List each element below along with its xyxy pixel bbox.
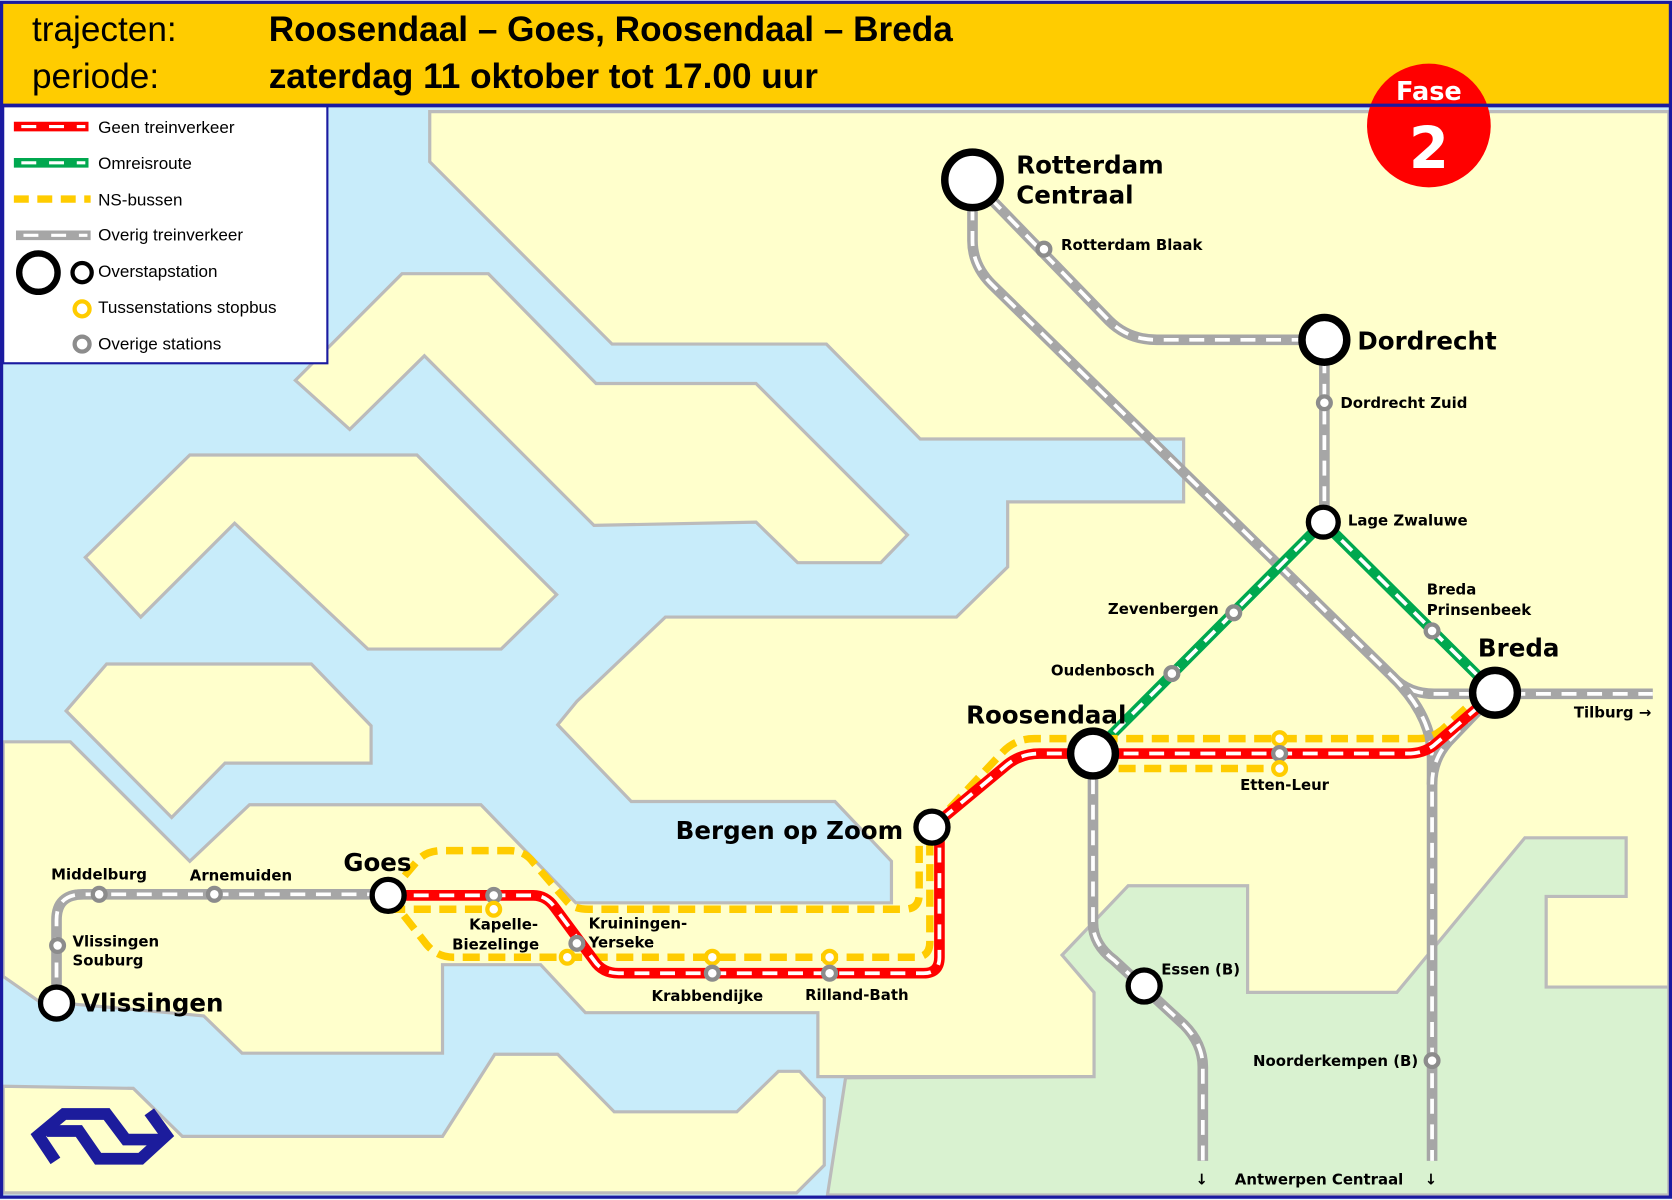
station-arnemuiden[interactable] [205,885,223,903]
label-breda: Breda [1478,634,1560,663]
legend: Geen treinverkeer Omreisroute NS-bussen … [2,105,329,365]
label-kapelle-1: Kapelle- [469,915,538,933]
bus-routes [385,685,1491,961]
station-middelburg[interactable] [90,885,108,903]
legend-label-bus: NS-bussen [98,190,182,209]
legend-label-transfer: Overstapstation [98,262,217,281]
station-vlissingen-souburg[interactable] [49,936,67,955]
station-krabbendijke-bus[interactable] [703,948,721,966]
detour-route-lines [1089,518,1499,758]
station-etten-leur-bus-south[interactable] [1271,759,1289,778]
land-zeeuws-vlaanderen [1,1052,826,1195]
label-arnemuiden: Arnemuiden [190,866,292,884]
land-areas [1,110,1671,1197]
label-dordrecht-zuid: Dordrecht Zuid [1340,394,1467,412]
label-essen: Essen (B) [1161,960,1240,978]
label-zevenbergen: Zevenbergen [1108,600,1219,618]
land-schouwen [83,453,559,651]
trajecten-label: trajecten: [32,10,177,49]
phase-badge: Fase 2 [1367,63,1491,188]
legend-label-other-station: Overige stations [98,334,221,353]
station-krabbendijke[interactable] [703,964,721,982]
station-etten-leur[interactable] [1271,745,1289,763]
legend-label-no-train: Geen treinverkeer [98,118,235,137]
station-lage-zwaluwe[interactable] [1305,504,1341,540]
legend-transfer-big-icon [15,250,61,296]
label-etten-leur: Etten-Leur [1240,776,1330,794]
phase-number: 2 [1409,115,1449,182]
legend-bus-stop-icon [72,299,92,319]
label-breda-prinsenbeek-2: Prinsenbeek [1427,601,1532,619]
label-souburg-1: Vlissingen [73,933,160,951]
label-rotterdam-blaak: Rotterdam Blaak [1061,236,1203,254]
station-zevenbergen[interactable] [1225,604,1243,622]
station-breda[interactable] [1468,666,1522,719]
map-frame [0,103,1672,1199]
label-lage-zwaluwe: Lage Zwaluwe [1348,511,1468,529]
station-oudenbosch[interactable] [1163,665,1181,683]
label-vlissingen: Vlissingen [81,989,223,1018]
phase-label: Fase [1396,77,1462,107]
station-roosendaal[interactable] [1066,727,1120,780]
legend-label-detour: Omreisroute [98,154,192,173]
station-kapelle-bus[interactable] [485,900,503,918]
station-rotterdam-blaak[interactable] [1035,240,1053,258]
label-rotterdam: Rotterdam [1016,150,1164,179]
periode-label: periode: [32,57,159,96]
label-breda-prinsenbeek-1: Breda [1427,581,1477,599]
label-bergen-op-zoom: Bergen op Zoom [676,816,904,845]
label-noorderkempen: Noorderkempen (B) [1253,1052,1418,1070]
station-kruiningen-bus[interactable] [558,948,576,966]
land-overflakkee [293,272,910,565]
legend-label-other-rail: Overig treinverkeer [98,226,243,245]
station-rilland-bus[interactable] [821,948,839,966]
legend-transfer-small-icon [70,260,94,285]
land-mainland [1,110,1671,1197]
land-noord-beveland [63,662,373,820]
station-dordrecht[interactable] [1298,313,1351,366]
arrow-down-icon: ↓ [1425,1170,1438,1188]
no-train-lines [388,688,1499,979]
label-dordrecht: Dordrecht [1357,326,1497,355]
label-krabbendijke: Krabbendijke [652,987,764,1005]
station-dordrecht-zuid[interactable] [1315,394,1333,412]
station-vlissingen[interactable] [37,984,76,1022]
stations [37,148,1522,1070]
station-bergen-op-zoom[interactable] [913,808,951,846]
label-goes: Goes [343,848,411,877]
station-noorderkempen[interactable] [1423,1052,1441,1070]
station-breda-prinsenbeek[interactable] [1423,622,1441,640]
station-kapelle[interactable] [485,886,503,904]
station-labels: Rotterdam Centraal Rotterdam Blaak Dordr… [51,150,1651,1188]
label-oudenbosch: Oudenbosch [1051,662,1155,680]
station-rilland[interactable] [821,964,839,982]
label-kruiningen-1: Kruiningen- [589,914,688,932]
station-essen[interactable] [1125,967,1163,1005]
station-goes[interactable] [369,876,407,915]
label-antwerpen-centraal: Antwerpen Centraal [1235,1170,1403,1188]
periode-value: zaterdag 11 oktober tot 17.00 uur [269,57,819,96]
arrow-down-icon: ↓ [1195,1170,1208,1188]
station-kruiningen[interactable] [568,934,586,952]
ns-logo [30,1108,175,1165]
label-rilland-bath: Rilland-Bath [805,986,909,1004]
label-roosendaal: Roosendaal [966,701,1126,730]
label-kruiningen-2: Yerseke [588,934,655,952]
station-rotterdam-centraal[interactable] [941,148,1004,212]
label-souburg-2: Souburg [73,952,144,970]
station-etten-leur-bus-north[interactable] [1271,730,1289,748]
label-middelburg: Middelburg [51,865,147,883]
trajecten-value: Roosendaal – Goes, Roosendaal – Breda [269,10,954,49]
label-centraal: Centraal [1016,180,1133,209]
legend-label-bus-stop: Tussenstations stopbus [98,298,276,317]
label-kapelle-2: Biezelinge [452,936,539,954]
legend-other-station-icon [72,334,92,354]
label-tilburg: Tilburg → [1574,703,1651,721]
